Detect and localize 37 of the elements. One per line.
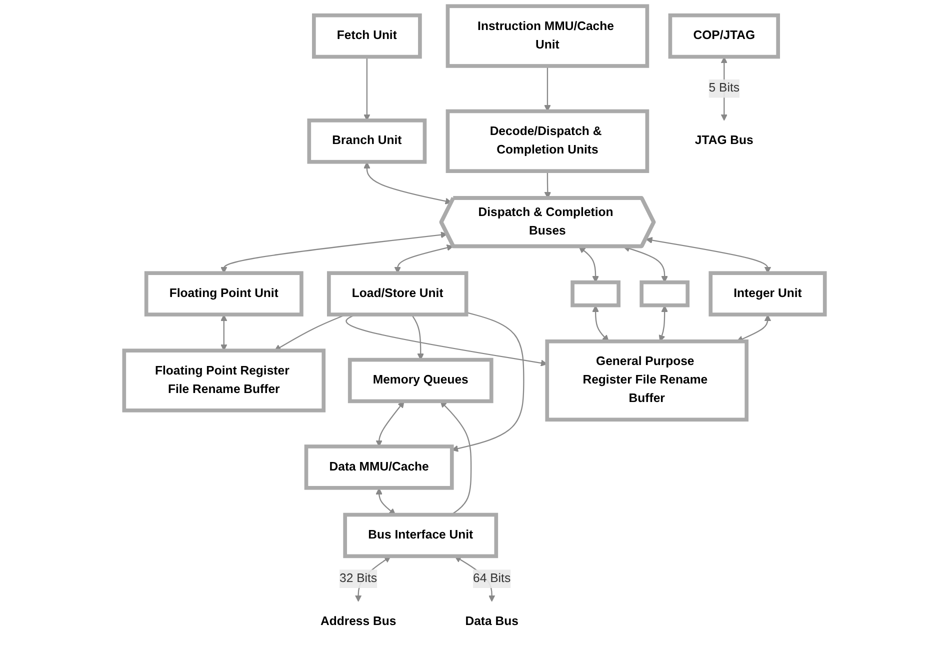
edge-label: 5 Bits (708, 82, 740, 95)
arrow (544, 66, 551, 112)
node-box: COP/JTAG (668, 13, 780, 59)
node-box: Integer Unit (708, 271, 827, 316)
node-box: Bus Interface Unit (343, 512, 498, 558)
arrow (220, 314, 228, 351)
node-text: Address Bus (320, 615, 396, 628)
node-box: General Purpose Register File Rename Buffer (545, 339, 748, 422)
node-box: Data MMU/Cache (304, 444, 454, 490)
arrow (440, 400, 472, 516)
arrow (592, 305, 609, 342)
node-box (640, 280, 690, 308)
arrow (452, 312, 524, 452)
node-text: Data Bus (465, 615, 518, 628)
node-box: Fetch Unit (312, 13, 422, 59)
arrow (364, 56, 370, 121)
node-box: Memory Queues (348, 358, 494, 404)
node-box (570, 280, 620, 308)
arrow (220, 232, 448, 274)
node-text: JTAG Bus (694, 134, 754, 148)
arrow (346, 314, 548, 366)
arrow (578, 246, 599, 283)
arrow (364, 162, 452, 204)
node-box: Load/Store Unit (326, 271, 468, 316)
node-box: Floating Point Unit (144, 271, 304, 316)
edge-label: 64 Bits (473, 572, 511, 585)
arrow (376, 401, 404, 447)
node-box: Decode/Dispatch & Completion Units (446, 109, 650, 173)
node-box: Floating Point Register File Rename Buffer (122, 348, 326, 412)
node-box: Branch Unit (307, 118, 427, 164)
arrow (658, 305, 668, 342)
node-box: Instruction MMU/Cache Unit (446, 4, 650, 68)
arrow (411, 314, 424, 360)
arrow (646, 236, 772, 274)
arrow (394, 244, 454, 274)
edge-label: 32 Bits (340, 572, 378, 585)
arrow (376, 488, 396, 516)
